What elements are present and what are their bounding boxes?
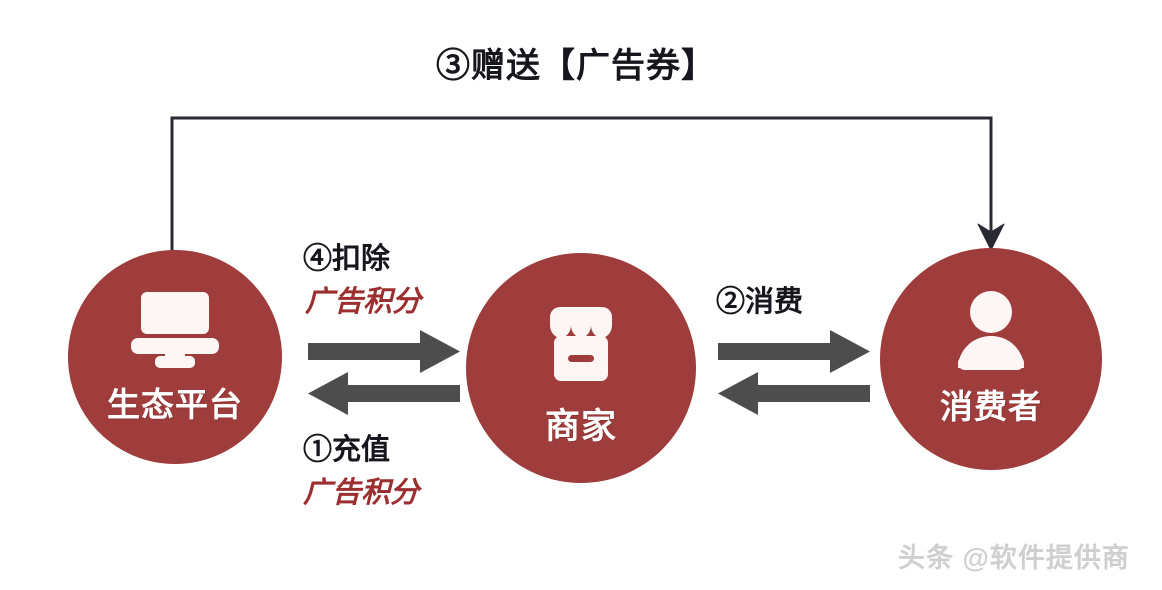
node-platform-label: 生态平台 [107,386,243,423]
flow-consume-arrow-right [718,330,870,373]
flow-recharge-label-action: ①充值 [303,434,391,466]
node-merchant[interactable]: 商家 [466,253,696,483]
flow-gift-label: ③赠送【广告券】 [436,48,716,85]
node-consumer-label: 消费者 [940,388,1042,425]
flow-gift-connector [170,116,1005,253]
flow-deduct-arrow [308,330,460,373]
flow-deduct-label-action: ④扣除 [303,243,391,275]
node-platform[interactable]: 生态平台 [68,250,282,464]
flow-recharge-label-subject: 广告积分 [303,477,420,509]
node-consumer[interactable]: 消费者 [880,248,1102,470]
person-icon [958,291,1024,370]
flow-deduct-label-subject: 广告积分 [305,286,422,318]
flow-recharge-arrow [308,372,460,415]
desktop-monitor-icon [131,292,219,368]
watermark: 头条 @软件提供商 [898,543,1130,573]
flow-consume-arrow-left [718,372,870,415]
storefront-icon [550,307,612,381]
node-merchant-label: 商家 [544,407,617,446]
flow-consume-label: ②消费 [716,286,804,318]
